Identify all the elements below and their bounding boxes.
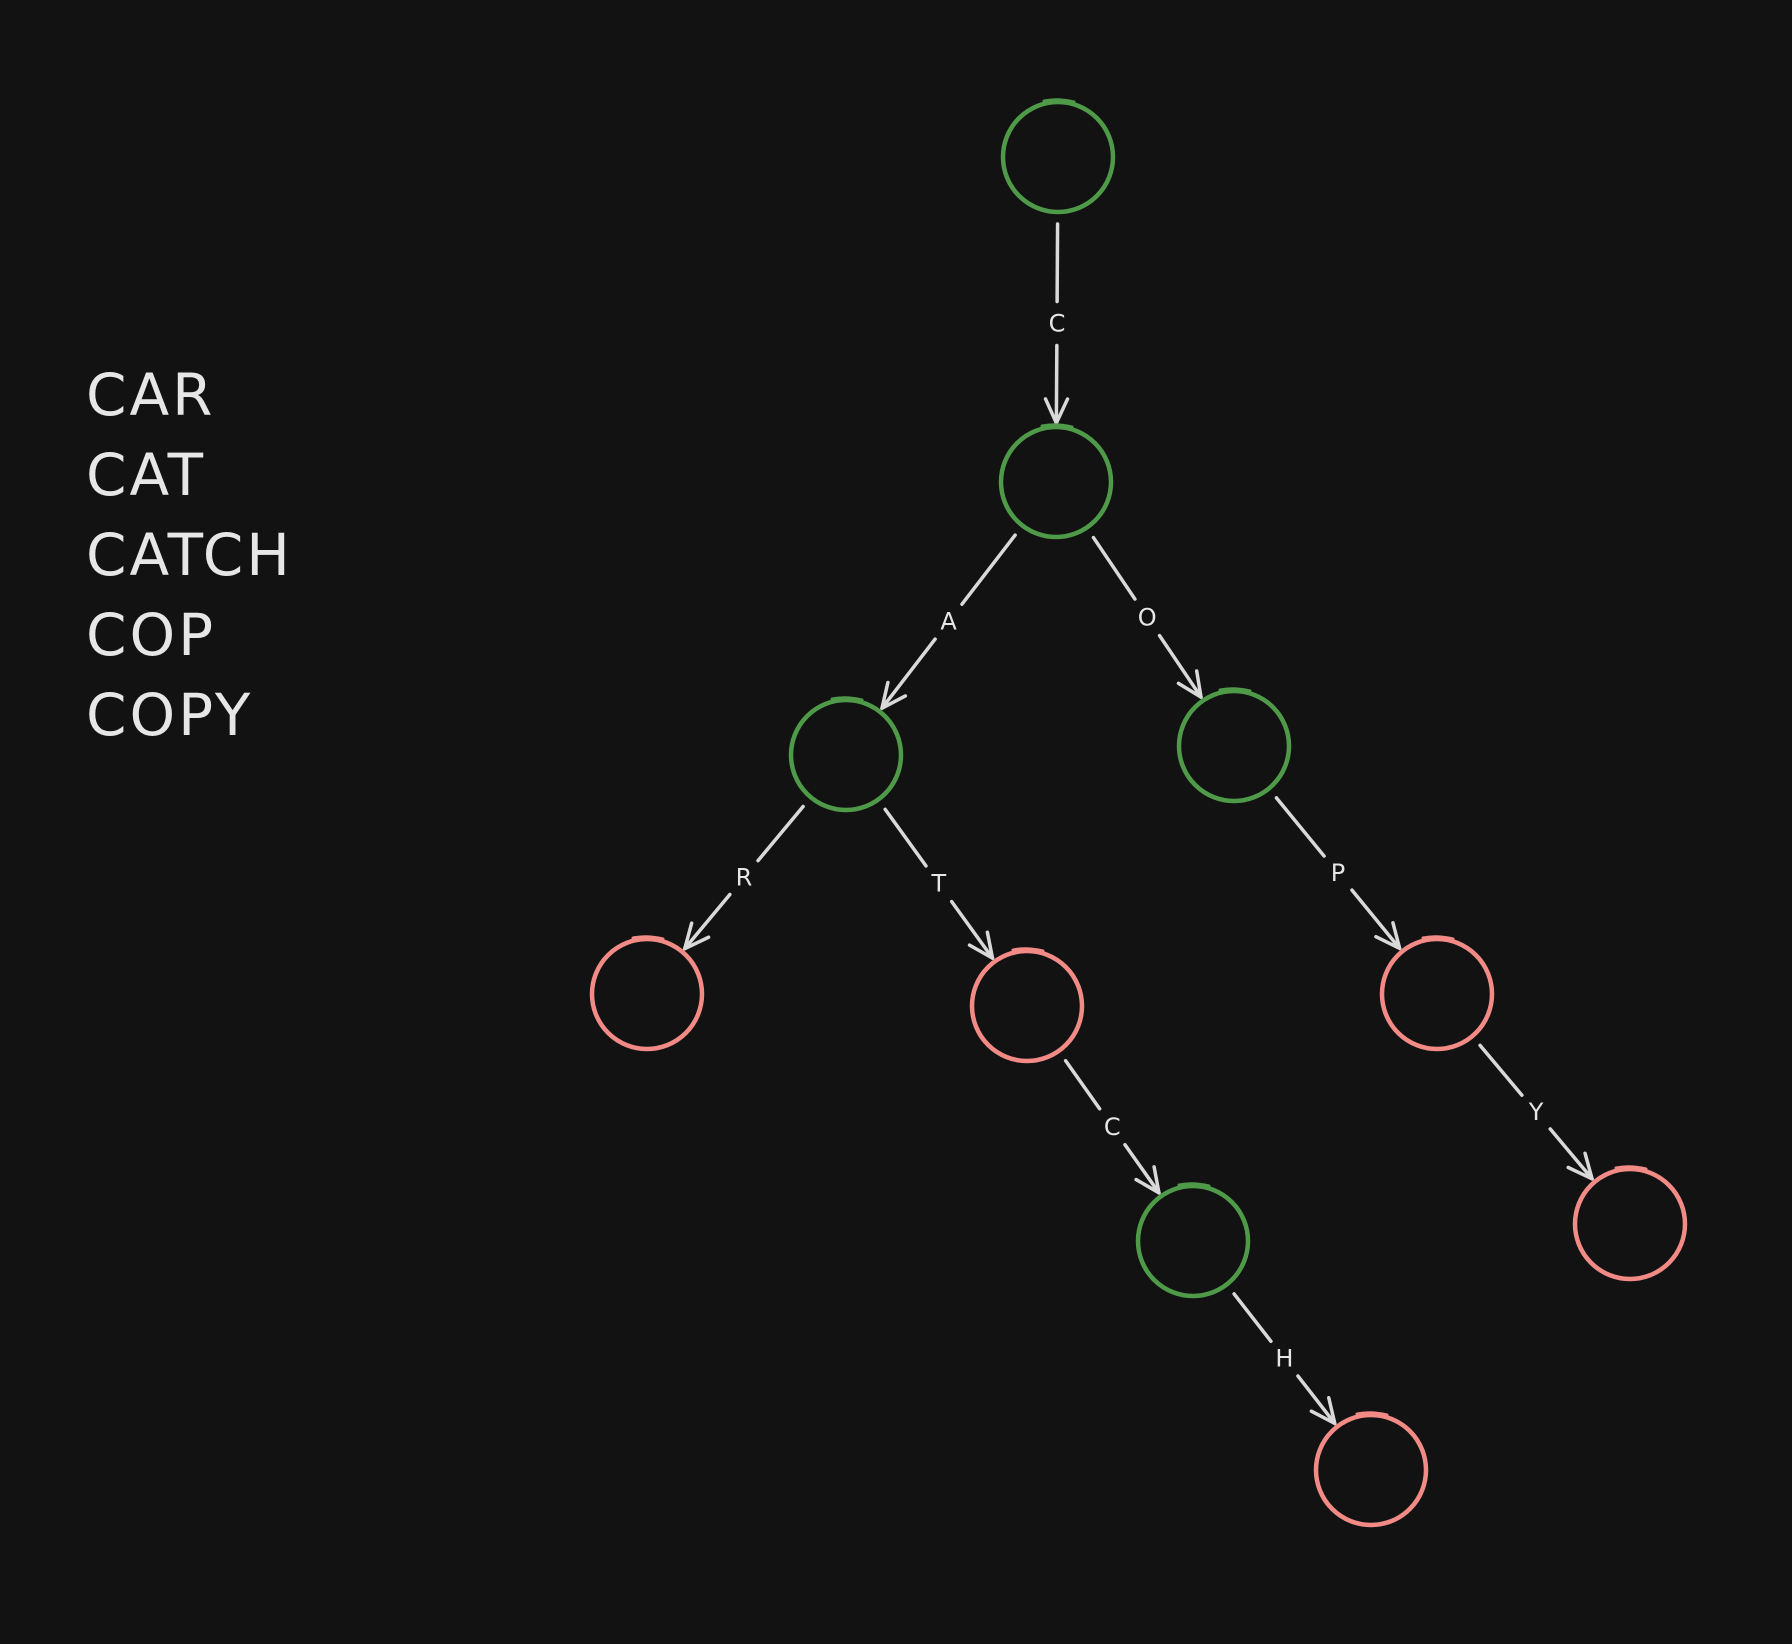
node-sketch-stroke: [1177, 1182, 1211, 1188]
trie-edge-c-ca: A: [880, 533, 1017, 710]
trie-node-ca: [788, 696, 904, 813]
word-list-item: CAR: [86, 361, 216, 429]
edge-line: [949, 899, 995, 960]
edge-line: [880, 637, 937, 710]
edge-label: A: [940, 608, 957, 636]
edge-line: [1478, 1043, 1524, 1097]
word-list-item: COPY: [86, 681, 254, 749]
edge-label: C: [1049, 309, 1066, 337]
trie-edge-c-co: O: [1091, 535, 1203, 699]
trie-node-c: [998, 423, 1114, 540]
trie-edge-catc-catch: H: [1232, 1292, 1337, 1426]
edge-line: [1232, 1292, 1273, 1344]
internal-node-circle: [1176, 688, 1292, 804]
arrowhead-icon: [880, 680, 908, 710]
arrowhead-icon: [1043, 397, 1070, 425]
node-sketch-stroke: [1040, 423, 1074, 429]
arrowhead-icon: [1374, 921, 1402, 951]
arrowhead-icon: [1566, 1151, 1594, 1181]
edge-label: C: [1104, 1113, 1121, 1141]
trie-edge-ca-car: R: [683, 804, 805, 951]
terminal-node-circle: [589, 936, 705, 1052]
edge-line: [1350, 888, 1402, 951]
trie-node-root: [1000, 98, 1116, 215]
edge-line: [1157, 633, 1203, 699]
word-list-item: CAT: [86, 441, 207, 509]
node-sketch-stroke: [1614, 1165, 1648, 1171]
node-sketch-stroke: [1042, 98, 1076, 104]
word-list-item: CATCH: [86, 521, 293, 589]
internal-node-circle: [1000, 99, 1116, 215]
edge-line: [1063, 1058, 1102, 1111]
word-list: CAR CAT CATCH COP COPY: [86, 355, 293, 755]
word-list-item: COP: [86, 601, 217, 669]
terminal-node-circle: [1379, 936, 1495, 1052]
arrowhead-icon: [967, 930, 995, 960]
trie-node-cat: [969, 947, 1085, 1064]
internal-node-circle: [1135, 1183, 1251, 1299]
node-sketch-stroke: [830, 696, 864, 702]
edge-label: T: [931, 870, 947, 898]
trie-node-cop: [1379, 935, 1495, 1052]
trie-edge-co-cop: P: [1274, 796, 1402, 951]
edge-line: [683, 892, 732, 951]
trie-node-catc: [1135, 1182, 1251, 1299]
edge-label: H: [1275, 1345, 1293, 1373]
edge-label: O: [1138, 603, 1157, 631]
trie-node-co: [1176, 687, 1292, 804]
edge-line: [960, 533, 1017, 606]
node-sketch-stroke: [631, 935, 665, 941]
node-sketch-stroke: [1011, 947, 1045, 953]
trie-node-car: [589, 935, 705, 1052]
edge-line: [756, 804, 805, 863]
edge-label: Y: [1528, 1098, 1544, 1126]
edge-label: R: [736, 864, 753, 892]
internal-node-circle: [998, 424, 1114, 540]
arrowhead-icon: [1309, 1395, 1337, 1426]
edge-line: [1548, 1127, 1594, 1181]
node-sketch-stroke: [1218, 687, 1252, 693]
node-sketch-stroke: [1421, 935, 1455, 941]
trie-edge-cop-copy: Y: [1478, 1043, 1594, 1181]
trie-edge-cat-catc: C: [1063, 1058, 1161, 1195]
edge-label: P: [1331, 859, 1345, 887]
trie-edge-ca-cat: T: [883, 807, 995, 960]
arrowhead-icon: [1176, 669, 1203, 699]
terminal-node-circle: [1313, 1412, 1429, 1528]
terminal-node-circle: [969, 948, 1085, 1064]
edge-line: [1123, 1142, 1161, 1195]
internal-node-circle: [788, 697, 904, 813]
edge-line: [1091, 535, 1137, 601]
node-sketch-stroke: [1355, 1411, 1389, 1417]
trie-node-catch: [1313, 1411, 1429, 1528]
edge-line: [1296, 1374, 1337, 1426]
arrowhead-icon: [683, 921, 711, 951]
trie-node-copy: [1572, 1165, 1688, 1282]
edge-line: [1274, 796, 1326, 858]
edge-line: [883, 807, 928, 868]
terminal-node-circle: [1572, 1166, 1688, 1282]
arrowhead-icon: [1134, 1165, 1161, 1195]
trie-edge-root-c: C: [1043, 222, 1070, 425]
